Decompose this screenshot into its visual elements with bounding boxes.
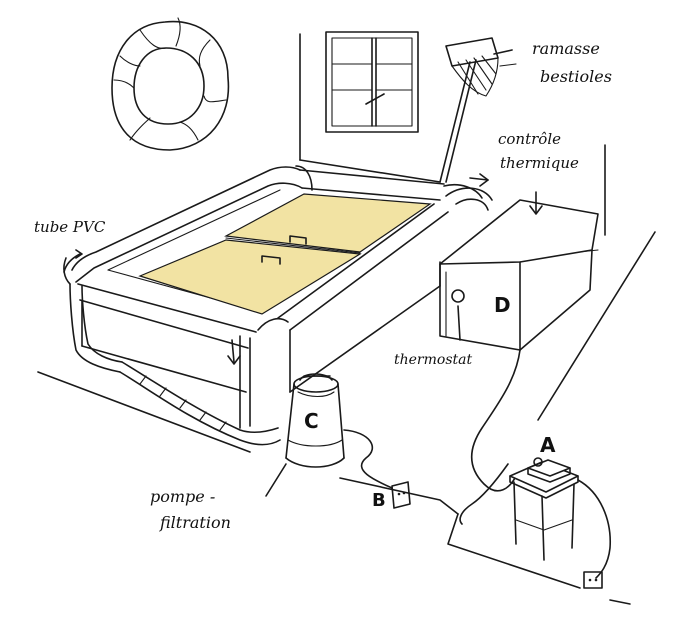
label-a: A: [540, 433, 556, 457]
heater-box: [439, 187, 599, 351]
ramasse-pointer: [499, 63, 517, 67]
label-thermique: thermique: [500, 154, 579, 172]
room-outline: [37, 33, 656, 605]
wall-outlet-icon: [583, 571, 603, 589]
pvc-tube: [69, 283, 289, 446]
thermostat-dial: [451, 289, 465, 303]
pool-cover: [138, 193, 432, 315]
label-b: B: [372, 490, 386, 511]
pump-filtration: [285, 373, 393, 489]
controle-arrowhead: [529, 205, 543, 215]
label-filtration: filtration: [159, 513, 231, 532]
label-pompe: pompe -: [150, 487, 215, 506]
label-tube-pvc: tube PVC: [34, 218, 106, 236]
label-d: D: [494, 293, 511, 317]
pompe-pointer: [265, 463, 287, 497]
label-thermostat: thermostat: [394, 352, 472, 368]
heater-cord: [470, 349, 521, 492]
label-controle: contrôle: [498, 130, 561, 148]
label-bestioles: bestioles: [540, 67, 612, 86]
flow-arrows: [63, 173, 489, 365]
skimmer-net-icon: [439, 37, 513, 183]
pool-cover-panel-front: [138, 239, 362, 315]
label-ramasse: ramasse: [532, 39, 600, 58]
pool-cover-panel-back: [224, 193, 432, 253]
inflatable-ring-icon: [111, 17, 230, 151]
cord-to-socket: [459, 463, 509, 525]
window-icon: [325, 31, 419, 133]
thermostat-pointer: [457, 305, 461, 341]
power-outlet-icon: [391, 481, 411, 509]
controller-stool: [509, 457, 611, 579]
label-c: C: [304, 409, 319, 433]
